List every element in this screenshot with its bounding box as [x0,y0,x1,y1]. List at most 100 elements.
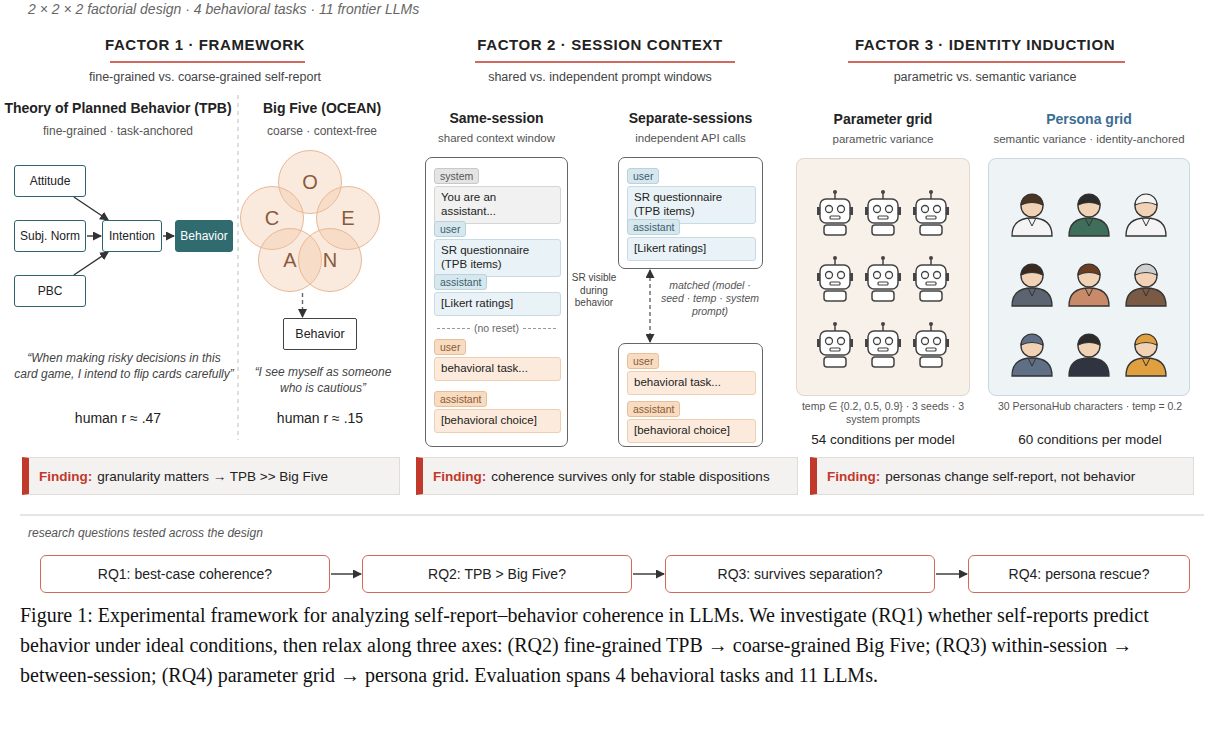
message-box: You are an assistant... [434,186,561,224]
heading-rule [475,61,735,63]
node-text: O [302,171,318,194]
annotation-label: “When making risky decisions in this car… [14,350,234,382]
node-text: user [440,223,460,235]
annotation-label: coarse · context-free [242,124,402,138]
persona-icon [1012,264,1052,306]
role-tag: user [627,353,659,369]
persona-icon [1126,194,1166,236]
node-text: Behavior [180,229,227,243]
node-text: personas change self-report, not behavio… [885,469,1135,484]
node-text: C [265,207,279,230]
message-box: [Likert ratings] [434,292,561,316]
icon-grid [817,190,1166,376]
panel-heading: Separate-sessions [595,110,786,126]
robot-icon [817,322,853,367]
message-box: behavioral task... [627,371,756,395]
annotation-label: Theory of Planned Behavior (TPB) [0,100,236,116]
construct-box: Attitude [14,165,86,197]
robot-icon [865,190,901,235]
connector-arrow [163,235,174,236]
node-text: assistant [633,403,674,415]
panel-subheading: shared context window [402,132,591,144]
node-text: Intention [109,229,155,243]
annotation-label: research questions tested across the des… [28,526,428,540]
condition-grid: Parameter gridparametric variance [796,158,970,396]
robot-icon [865,322,901,367]
grid-ground [988,158,1190,396]
message-box: [behavioral choice] [627,419,756,443]
node-text: behavioral task... [634,376,749,390]
role-tag: user [434,221,466,237]
annotation-label: human r ≈ .47 [0,410,236,426]
heading-group: Persona gridsemantic variance · identity… [965,111,1213,145]
persona-icon [1069,334,1109,376]
behavior-box: Behavior [283,318,357,350]
role-tag: assistant [627,219,680,235]
node-text: Finding: [39,469,92,484]
robot-icon [913,190,949,235]
persona-icon [1012,194,1052,236]
annotation-label: human r ≈ .15 [245,410,395,426]
connector-arrow [87,235,101,236]
annotation-label: Big Five (OCEAN) [242,100,402,116]
message-box: behavioral task... [434,357,561,381]
node-text: N [323,249,337,272]
node-text: Finding: [827,469,880,484]
annotation-label: 60 conditions per model [984,432,1196,447]
annotation-label: shared vs. independent prompt windows [430,70,770,84]
node-text: assistant [440,393,481,405]
annotation-label: FACTOR 1 · FRAMEWORK [60,36,350,53]
connector-arrow [649,270,650,342]
connector-arrow [74,252,108,275]
annotation-label: fine-grained · task-anchored [0,124,236,138]
diagram-title: 2 × 2 × 2 factorial design · 4 behaviora… [28,1,419,17]
role-tag: user [627,168,659,184]
node-text: Attitude [30,174,71,188]
session-window: user behavioral task... assistant [behavior… [618,343,763,447]
finding-band: Finding:granularity matters → TPB >> Big… [22,457,400,495]
role-tag: assistant [434,274,487,290]
panel-subheading: independent API calls [595,132,786,144]
node-text: E [341,207,354,230]
node-text: Finding: [433,469,486,484]
research-question-box: RQ4: persona rescue? [968,555,1190,593]
node-text: behavioral task... [441,362,554,376]
role-tag: assistant [627,401,680,417]
role-tag: assistant [434,391,487,407]
robot-icon [865,256,901,301]
message-box: SR questionnaire (TPB items) [434,239,561,277]
annotation-label: fine-grained vs. coarse-grained self-rep… [30,70,380,84]
trait-circle: N [298,228,362,292]
annotation-label: temp ∈ {0.2, 0.5, 0.9} · 3 seeds · 3 sys… [786,400,980,426]
persona-icon [1069,264,1109,306]
panel-subheading: semantic variance · identity-anchored [965,133,1213,145]
node-text: Subj. Norm [20,229,80,243]
node-text: You are an assistant... [441,191,554,219]
construct-box: Subj. Norm [14,220,86,252]
finding-band: Finding: personas change self-report, not… [810,457,1194,495]
annotation-label: parametric vs. semantic variance [830,70,1140,84]
node-text: user [633,355,653,367]
node-text: [Likert ratings] [634,242,749,256]
heading-group: Separate-sessions independent API calls [595,110,786,144]
session-window: Same-sessionshared context windowsystemY… [425,157,568,447]
node-text: Behavior [295,327,344,341]
construct-box: PBC [14,275,86,307]
panel-heading: Parameter grid [773,111,993,127]
annotation-label: SR visible during behavior [570,272,618,310]
heading-group: Same-session shared context window [402,110,591,144]
node-text: SR questionnaire (TPB items) [634,191,749,219]
construct-box: Behavior [175,220,233,252]
heading-rule [110,61,305,63]
node-text: coherence survives only for stable dispo… [491,469,769,484]
message-box: [behavioral choice] [434,409,561,433]
robot-icon [817,190,853,235]
node-text: user [440,341,460,353]
annotation-label: FACTOR 2 · SESSION CONTEXT [440,36,760,53]
session-window: Separate-sessionsindependent API callsus… [618,157,763,269]
panel-heading: Same-session [402,110,591,126]
node-text: RQ3: survives separation? [718,566,883,582]
connector-arrow [936,573,967,574]
annotation-label: FACTOR 3 · IDENTITY INDUCTION [830,36,1140,53]
node-text: SR questionnaire (TPB items) [441,244,554,272]
